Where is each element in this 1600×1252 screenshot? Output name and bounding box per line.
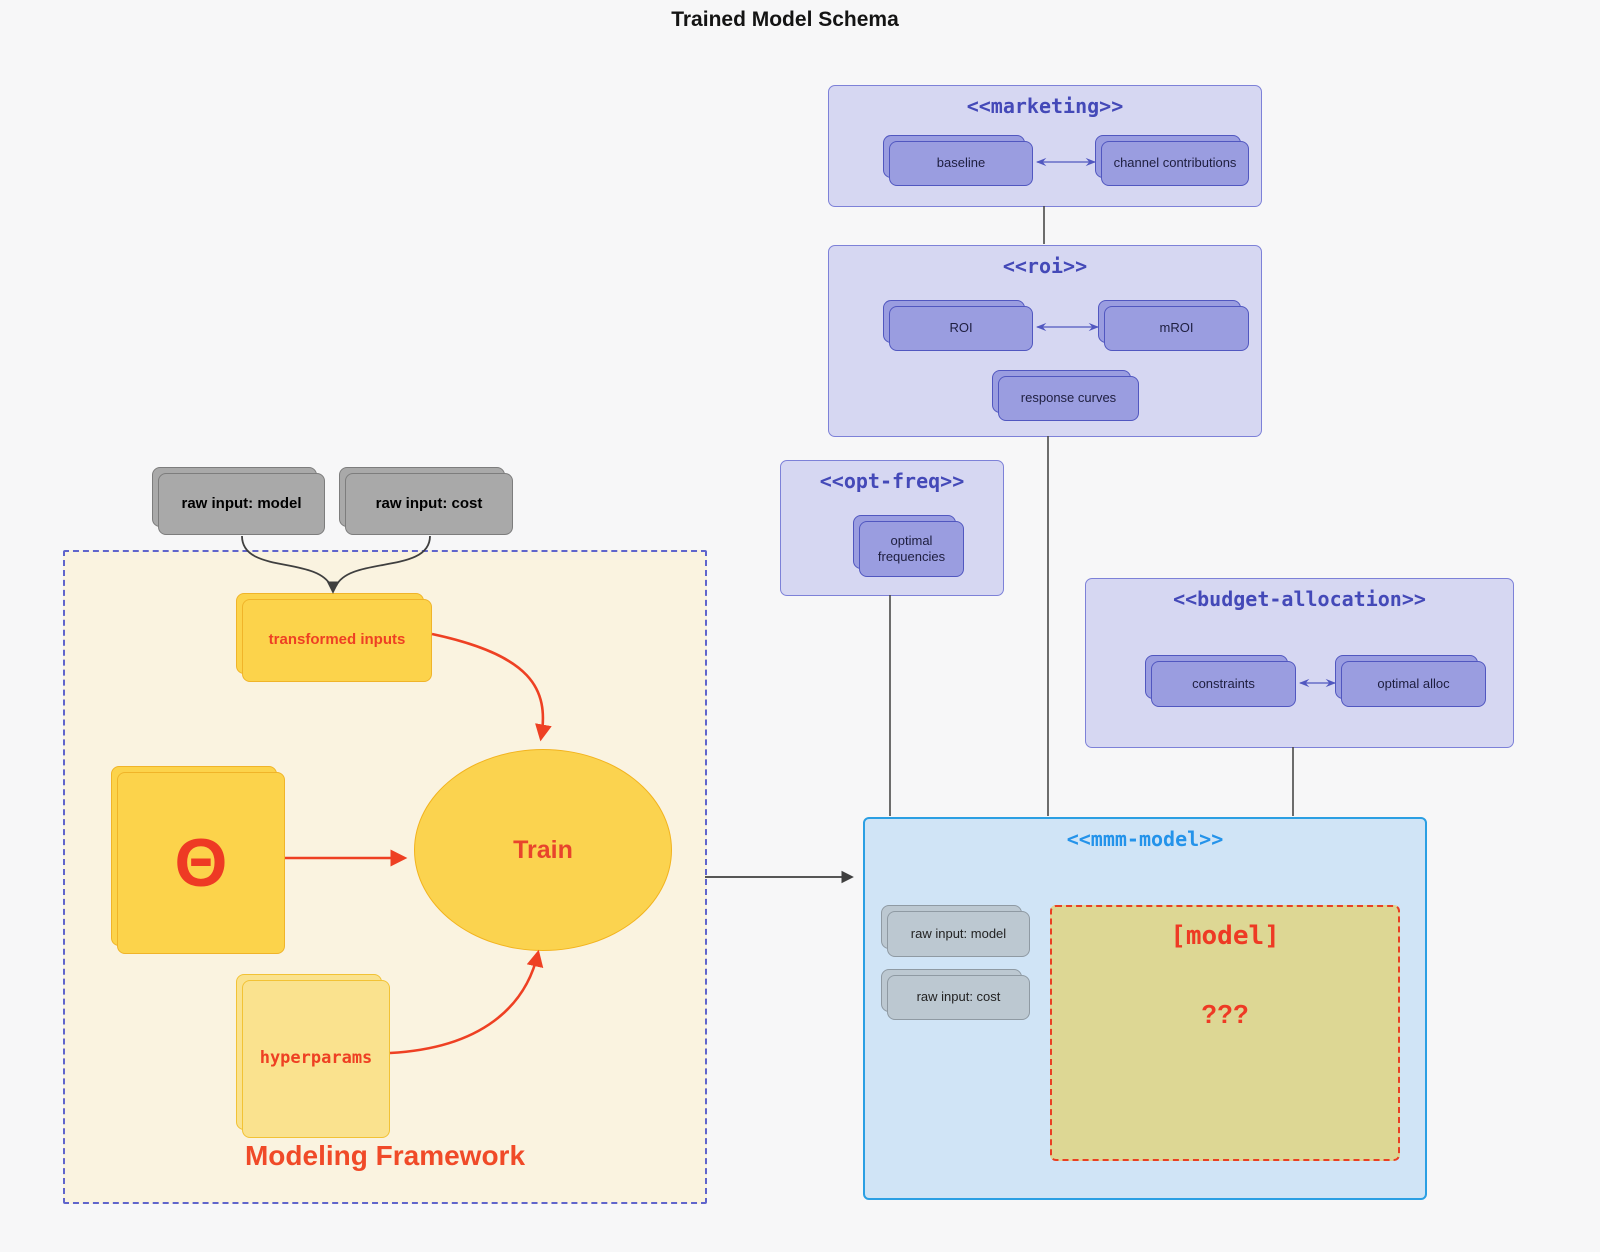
node-train: Train [414,749,672,951]
diagram-title: Trained Model Schema [671,8,899,31]
panel-modeling-framework: transformed inputs Θ Train hyperparams M… [63,550,707,1204]
panel-budget-allocation: <<budget-allocation>> constraints optima… [1085,578,1514,748]
node-raw-input-model: raw input: model [152,467,325,535]
node-hyperparams: hyperparams [236,974,390,1138]
panel-roi-title: <<roi>> [1002,254,1088,278]
node-mroi: mROI [1098,300,1249,351]
node-raw-input-cost: raw input: cost [339,467,513,535]
panel-mmm-model-title: <<mmm-model>> [1066,827,1224,851]
model-placeholder-box: [model] ??? [1050,905,1400,1161]
node-transformed-inputs: transformed inputs [236,593,432,682]
model-placeholder-question: ??? [1201,999,1249,1029]
panel-mmm-model: <<mmm-model>> raw input: model raw input… [863,817,1427,1200]
node-constraints: constraints [1145,655,1296,707]
panel-opt-freq-title: <<opt-freq>> [819,469,965,493]
node-roi: ROI [883,300,1033,351]
panel-budget-allocation-title: <<budget-allocation>> [1173,587,1426,611]
model-placeholder-title: [model] [1170,921,1280,951]
panel-marketing-title: <<marketing>> [966,94,1124,118]
node-baseline: baseline [883,135,1033,186]
node-channel-contributions: channel contributions [1095,135,1249,186]
train-label: Train [513,835,573,864]
node-mmm-raw-input-model: raw input: model [881,905,1030,957]
node-theta: Θ [111,766,285,954]
modeling-framework-label: Modeling Framework [244,1140,526,1171]
panel-marketing: <<marketing>> baseline channel contribut… [828,85,1262,207]
panel-opt-freq: <<opt-freq>> optimal frequencies [780,460,1004,596]
node-optimal-alloc: optimal alloc [1335,655,1486,707]
panel-roi: <<roi>> ROI mROI response curves [828,245,1262,437]
node-optimal-frequencies: optimal frequencies [853,515,964,577]
node-response-curves: response curves [992,370,1139,421]
node-mmm-raw-input-cost: raw input: cost [881,969,1030,1020]
theta-symbol: Θ [174,825,228,901]
